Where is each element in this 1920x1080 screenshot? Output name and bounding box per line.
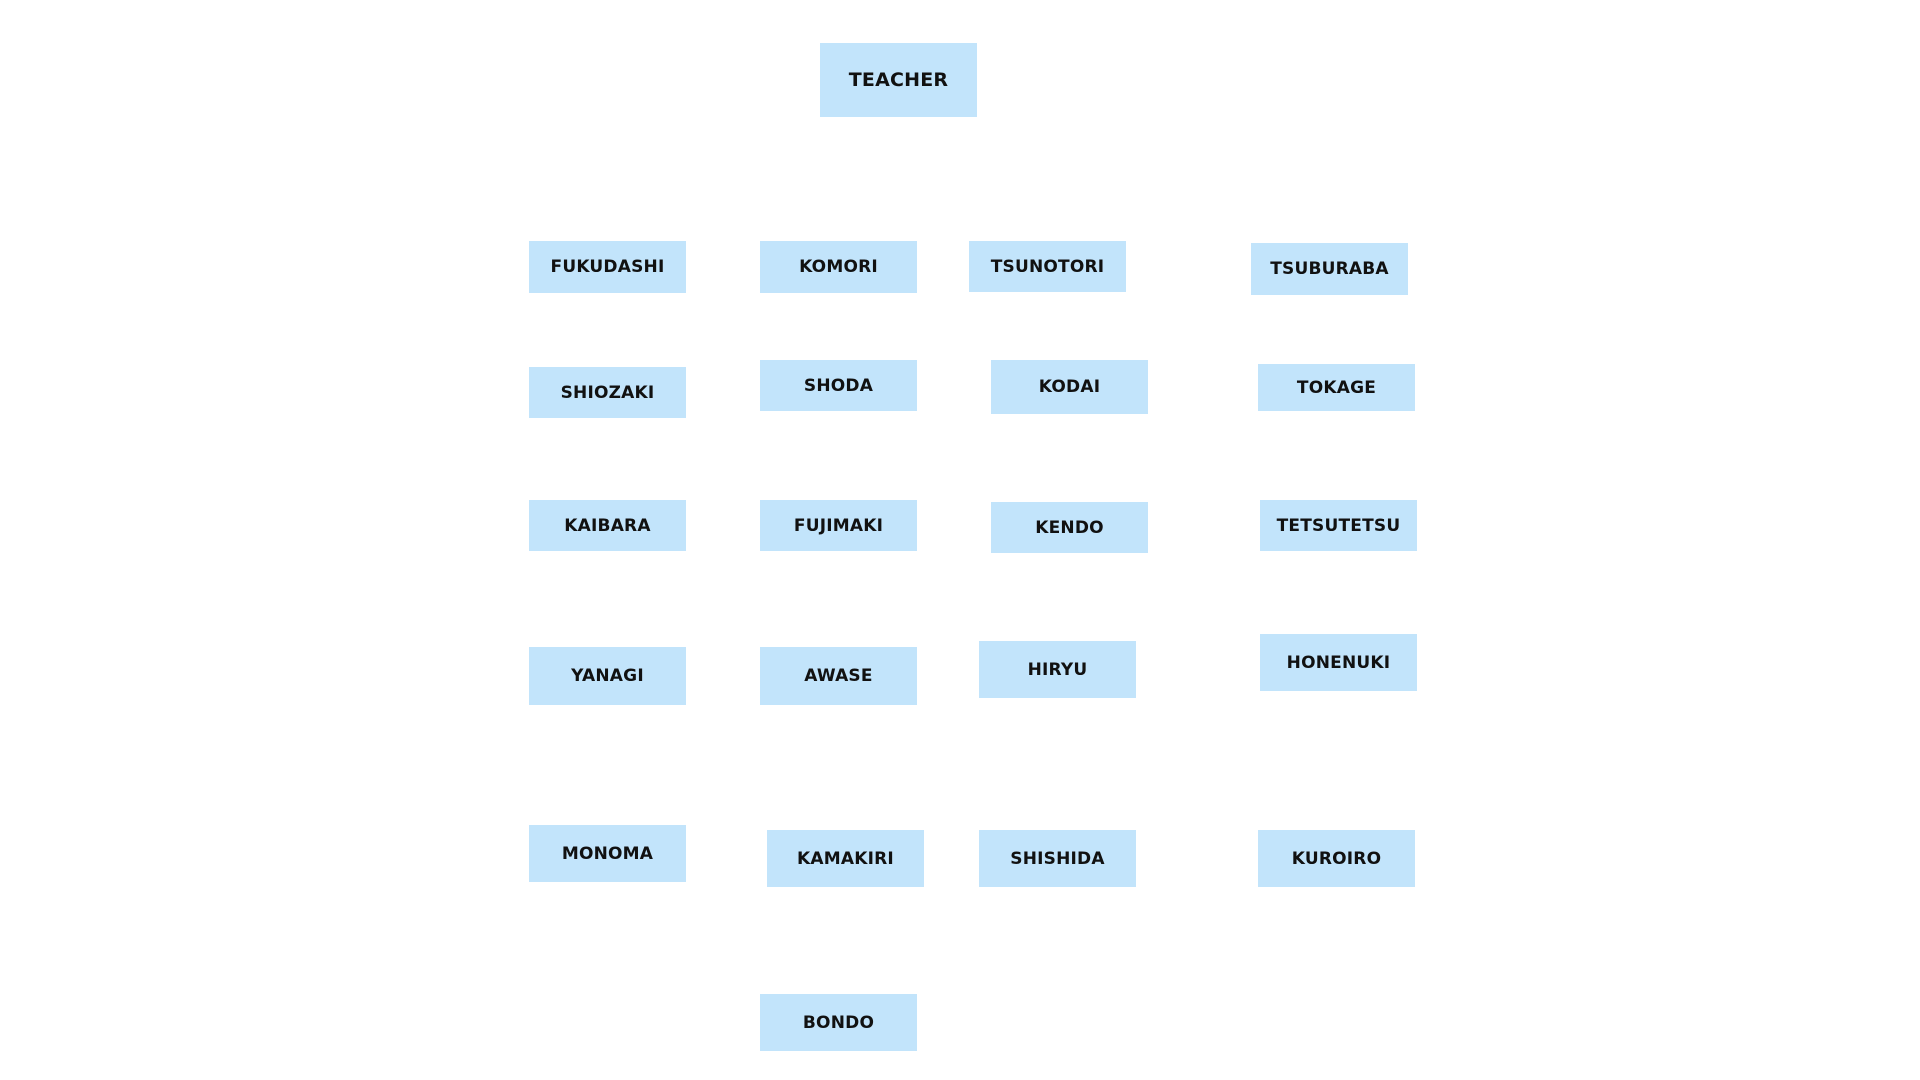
node-yanagi: YANAGI [529, 647, 686, 705]
node-monoma: MONOMA [529, 825, 686, 882]
node-tetsutetsu: TETSUTETSU [1260, 500, 1417, 551]
node-shishida: SHISHIDA [979, 830, 1136, 887]
node-tsuburaba: TSUBURABA [1251, 243, 1408, 295]
node-awase: AWASE [760, 647, 917, 705]
node-bondo: BONDO [760, 994, 917, 1051]
node-fujimaki: FUJIMAKI [760, 500, 917, 551]
node-kendo: KENDO [991, 502, 1148, 553]
node-kamakiri: KAMAKIRI [767, 830, 924, 887]
node-fukudashi: FUKUDASHI [529, 241, 686, 293]
node-shoda: SHODA [760, 360, 917, 411]
node-hiryu: HIRYU [979, 641, 1136, 698]
node-kaibara: KAIBARA [529, 500, 686, 551]
node-kuroiro: KUROIRO [1258, 830, 1415, 887]
node-tsunotori: TSUNOTORI [969, 241, 1126, 292]
node-honenuki: HONENUKI [1260, 634, 1417, 691]
node-kodai: KODAI [991, 360, 1148, 414]
node-komori: KOMORI [760, 241, 917, 293]
node-teacher: TEACHER [820, 43, 977, 117]
node-tokage: TOKAGE [1258, 364, 1415, 411]
node-shiozaki: SHIOZAKI [529, 367, 686, 418]
